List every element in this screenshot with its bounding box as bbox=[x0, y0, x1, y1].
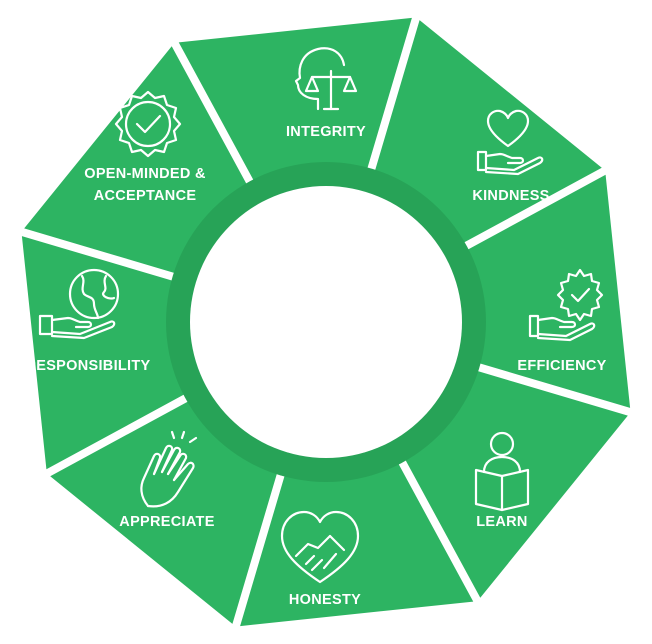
segment-label-open-minded-line2: ACCEPTANCE bbox=[94, 188, 197, 204]
person-reading-book-icon bbox=[474, 431, 530, 512]
wheel-segment-5 bbox=[50, 397, 280, 624]
heart-in-hand-icon bbox=[476, 109, 544, 176]
wheel-segment-1 bbox=[372, 20, 602, 247]
segment-label-integrity: INTEGRITY bbox=[286, 124, 366, 140]
segment-label-open-minded-line1: OPEN-MINDED & bbox=[84, 166, 206, 182]
wheel-segment-2 bbox=[459, 174, 631, 408]
wheel-segment-0 bbox=[178, 17, 412, 189]
clapping-hands-icon bbox=[140, 430, 198, 508]
segment-label-learn: LEARN bbox=[476, 514, 527, 530]
segment-label-appreciate: APPRECIATE bbox=[119, 514, 214, 530]
segment-label-honesty: HONESTY bbox=[289, 592, 361, 608]
center-circle bbox=[190, 186, 462, 458]
handshake-heart-icon bbox=[280, 510, 360, 584]
wheel-segment-6 bbox=[21, 236, 193, 470]
head-with-scales-icon bbox=[294, 47, 358, 111]
segment-label-efficiency: EFFICIENCY bbox=[517, 358, 606, 374]
wheel-segment-7 bbox=[24, 46, 251, 276]
gear-checkmark-hand-icon bbox=[528, 268, 604, 342]
globe-in-hand-icon bbox=[38, 268, 120, 340]
segment-label-kindness: KINDNESS bbox=[472, 188, 549, 204]
wheel-segment-3 bbox=[401, 368, 628, 598]
segment-label-responsibility: RESPONSIBILITY bbox=[25, 358, 150, 374]
badge-checkmark-icon bbox=[114, 90, 182, 158]
